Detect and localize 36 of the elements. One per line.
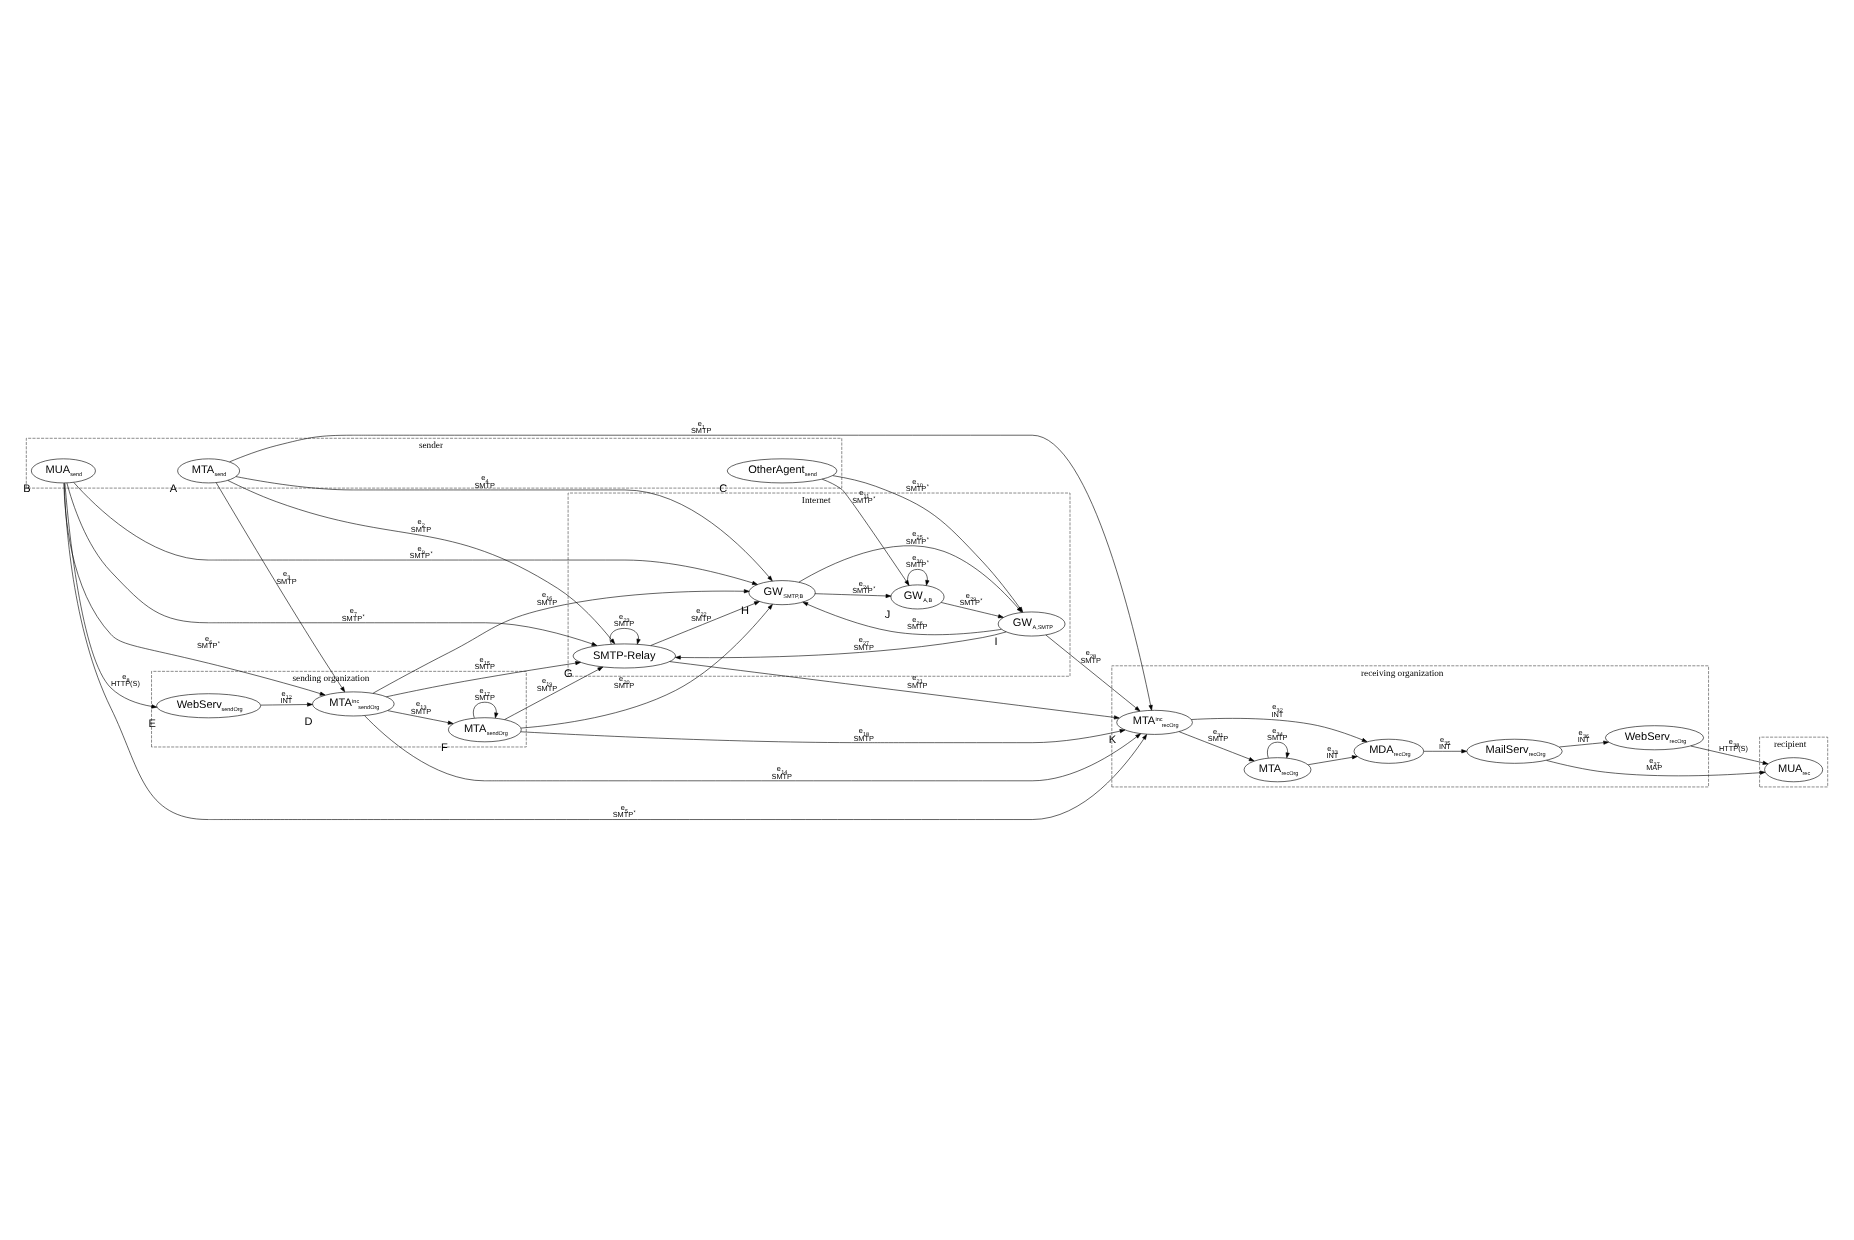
arrow [63, 482, 1147, 820]
arrow [520, 729, 1126, 743]
arrow [675, 631, 1007, 660]
arrow [386, 661, 581, 698]
arrow [504, 666, 604, 720]
arrow [520, 604, 773, 729]
arrow [229, 434, 1153, 711]
arrow [260, 702, 313, 707]
arrow [609, 628, 641, 645]
arrow [1045, 634, 1141, 712]
arrow [814, 593, 892, 598]
arrow [1559, 740, 1609, 748]
arrow [473, 701, 499, 719]
arrow [235, 476, 773, 582]
arrow [227, 480, 616, 645]
arrow [66, 482, 598, 646]
arrow [802, 601, 1002, 635]
arrow [1307, 755, 1358, 765]
arrow [940, 602, 1004, 619]
arrow [907, 569, 930, 586]
arrow [215, 482, 346, 693]
arrow [372, 589, 750, 694]
arrow [1267, 741, 1290, 759]
arrow [1178, 731, 1255, 762]
arrow [1690, 745, 1769, 765]
arrow [650, 601, 760, 646]
arrow [821, 478, 910, 586]
arrow [1423, 749, 1467, 754]
arrow [64, 483, 158, 709]
arrow [387, 710, 454, 725]
arrow [1546, 760, 1766, 777]
arrow [63, 482, 326, 696]
arrow [73, 482, 758, 585]
arrow [364, 715, 1141, 782]
arrow [669, 661, 1120, 720]
arrow [1191, 718, 1368, 743]
